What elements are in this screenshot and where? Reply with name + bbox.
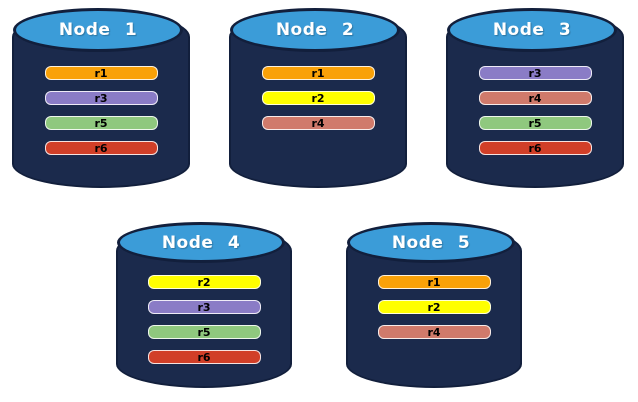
node-label: Node 4 [161, 232, 241, 253]
db-node-4: Node 4 r2 r3 r5 r6 [116, 222, 292, 388]
cylinder-top: Node 1 [13, 8, 183, 52]
replica-bar: r4 [478, 91, 592, 105]
replica-bar: r6 [478, 141, 592, 155]
replica-bar: r5 [44, 116, 158, 130]
replica-bar: r2 [147, 275, 261, 289]
cylinder-top: Node 3 [447, 8, 617, 52]
replica-bar: r4 [377, 325, 491, 339]
db-node-3: Node 3 r3 r4 r5 r6 [446, 8, 624, 188]
top-row: Node 1 r1 r3 r5 r6 Node 2 r1 r2 r4 N [0, 0, 638, 188]
replica-list: r1 r2 r4 [346, 275, 522, 339]
replica-bar: r3 [478, 66, 592, 80]
db-node-5: Node 5 r1 r2 r4 [346, 222, 522, 388]
replica-bar: r2 [261, 91, 375, 105]
replica-bar: r3 [147, 300, 261, 314]
db-node-2: Node 2 r1 r2 r4 [229, 8, 407, 188]
cylinder-top: Node 4 [117, 222, 285, 263]
replica-bar: r6 [44, 141, 158, 155]
node-label: Node 1 [58, 20, 138, 40]
replica-list: r1 r3 r5 r6 [12, 66, 190, 155]
cylinder-top: Node 5 [347, 222, 515, 263]
replica-list: r1 r2 r4 [229, 66, 407, 130]
replica-bar: r1 [377, 275, 491, 289]
replica-list: r2 r3 r5 r6 [116, 275, 292, 364]
replica-bar: r6 [147, 350, 261, 364]
bottom-row: Node 4 r2 r3 r5 r6 Node 5 r1 r2 r4 [0, 222, 638, 388]
cylinder-top: Node 2 [230, 8, 400, 52]
replica-bar: r4 [261, 116, 375, 130]
replica-list: r3 r4 r5 r6 [446, 66, 624, 155]
node-label: Node 3 [492, 20, 572, 40]
replica-bar: r1 [261, 66, 375, 80]
replica-bar: r5 [147, 325, 261, 339]
db-node-1: Node 1 r1 r3 r5 r6 [12, 8, 190, 188]
replica-bar: r2 [377, 300, 491, 314]
replica-bar: r5 [478, 116, 592, 130]
node-label: Node 5 [391, 232, 471, 253]
node-label: Node 2 [275, 20, 355, 40]
replica-bar: r3 [44, 91, 158, 105]
replica-bar: r1 [44, 66, 158, 80]
